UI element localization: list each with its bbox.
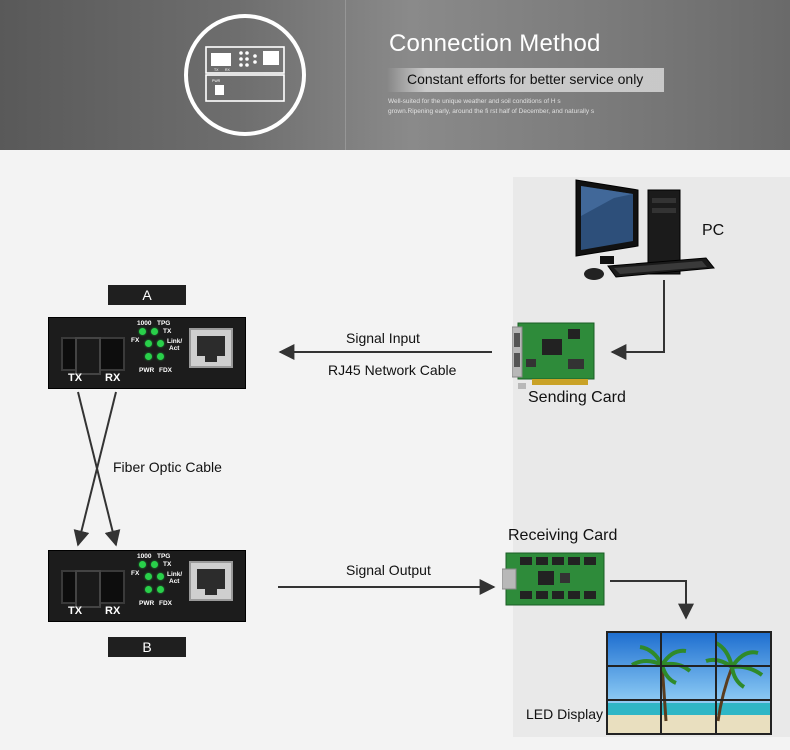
pc-label: PC	[702, 222, 725, 239]
fiber-line-rx-to-tx	[73, 391, 117, 547]
led-fx-label: FX	[131, 570, 140, 577]
page-title: Connection Method	[389, 30, 601, 57]
led-tpg-label: TPG	[157, 553, 171, 560]
subtitle-bar	[387, 68, 664, 92]
pc-to-sending-card-line	[610, 280, 665, 360]
receiving-card-label: Receiving Card	[508, 527, 618, 544]
pc-icon	[575, 179, 715, 280]
media-converter-a: TX RX 1000 TPG TX FX Link/ Act PWR FDX	[48, 317, 246, 389]
led-tx-label: TX	[163, 328, 172, 335]
signal-input-label: Signal Input	[346, 330, 420, 346]
led-act-label: Act	[169, 578, 180, 585]
page-subtitle: Constant efforts for better service only	[407, 71, 644, 87]
header-divider	[345, 0, 346, 150]
rj45-cable-label: RJ45 Network Cable	[328, 362, 457, 378]
port-rx-label: RX	[105, 372, 121, 384]
led-indicator	[151, 561, 158, 568]
led-pwr-label: PWR	[139, 600, 155, 607]
led-link-label: Link/	[167, 338, 183, 345]
led-indicator	[145, 353, 152, 360]
led-fx-label: FX	[131, 337, 140, 344]
header-icon-circle	[184, 14, 306, 136]
sending-card-label: Sending Card	[528, 389, 626, 406]
rj45-port	[189, 328, 233, 368]
led-fdx-label: FDX	[159, 367, 172, 374]
led-indicator	[145, 586, 152, 593]
led-pwr-label: PWR	[139, 367, 155, 374]
media-converter-icon: TX RX PWR	[205, 46, 285, 102]
mini-label-tx: TX	[214, 68, 219, 72]
led-indicator	[145, 573, 152, 580]
port-rx-label: RX	[105, 605, 121, 617]
mini-label-rx: RX	[225, 68, 231, 72]
status-leds: 1000 TPG TX FX Link/ Act PWR FDX	[131, 553, 187, 615]
media-converter-b: TX RX 1000 TPG TX FX Link/ Act PWR FDX	[48, 550, 246, 622]
signal-output-label: Signal Output	[346, 562, 431, 578]
led-tpg-label: TPG	[157, 320, 171, 327]
header-banner: TX RX PWR Connection Method Constant eff…	[0, 0, 790, 150]
led-indicator	[151, 328, 158, 335]
led-link-label: Link/	[167, 571, 183, 578]
port-tx-label: TX	[68, 605, 83, 617]
led-indicator	[157, 573, 164, 580]
led-indicator	[157, 586, 164, 593]
led-display-wall	[606, 631, 772, 735]
device-b-tag: B	[108, 637, 186, 657]
mini-label-pwr: PWR	[212, 79, 221, 83]
device-a-tag: A	[108, 285, 186, 305]
led-fdx-label: FDX	[159, 600, 172, 607]
fiber-port	[61, 570, 125, 608]
led-indicator	[139, 328, 146, 335]
fiber-port	[61, 337, 125, 375]
led-1000-label: 1000	[137, 320, 152, 327]
status-leds: 1000 TPG TX FX Link/ Act PWR FDX	[131, 320, 187, 382]
rj45-port	[189, 561, 233, 601]
led-1000-label: 1000	[137, 553, 152, 560]
fiber-cable-label: Fiber Optic Cable	[113, 459, 222, 475]
led-indicator	[139, 561, 146, 568]
led-indicator	[157, 353, 164, 360]
header-description: Well-suited for the unique weather and s…	[388, 98, 595, 115]
led-act-label: Act	[169, 345, 180, 352]
receiving-card-to-display-line	[610, 580, 694, 620]
sending-card-icon	[512, 322, 595, 389]
led-indicator	[157, 340, 164, 347]
port-tx-label: TX	[68, 372, 83, 384]
led-indicator	[145, 340, 152, 347]
receiving-card-icon	[502, 552, 605, 606]
led-tx-label: TX	[163, 561, 172, 568]
led-display-label: LED Display	[526, 706, 604, 722]
